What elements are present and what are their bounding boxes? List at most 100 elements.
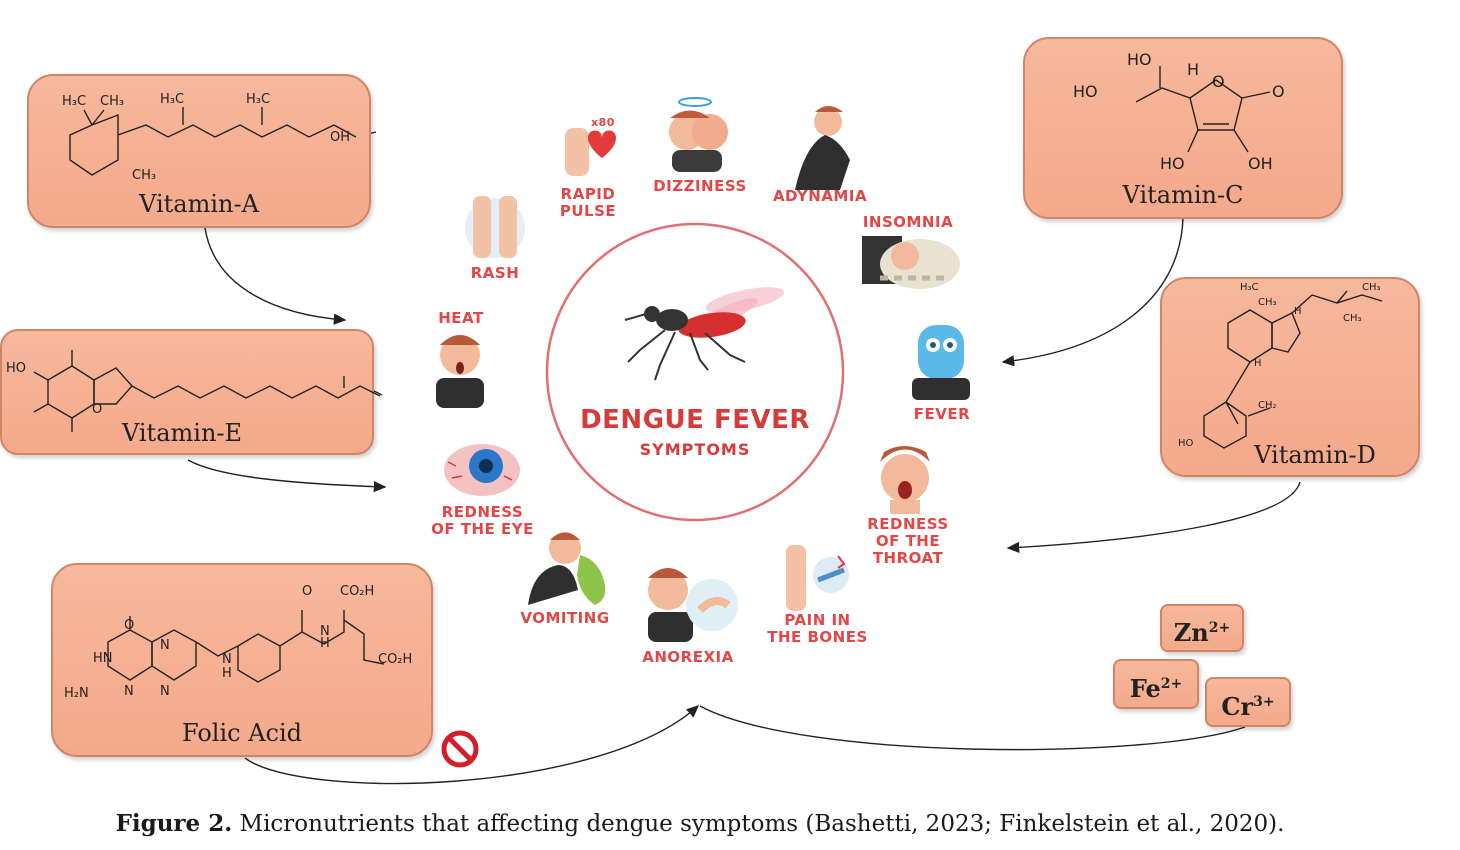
rash-icon [465,196,525,258]
pain-bones-icon [786,545,849,611]
chem-label: CH₃ [100,94,125,109]
symptom-dizziness: DIZZINESS [653,177,747,195]
chem-label: CH₃ [1343,313,1362,324]
chem-label: HO [1073,82,1098,101]
symptom-rash: RASH [470,264,520,282]
vitamin-e-label: Vitamin-E [121,419,243,447]
mosquito-icon [624,287,785,381]
prohibition-icon [441,730,479,768]
chem-label: H [320,636,330,651]
chem-label: CH₃ [132,168,157,183]
vitamin-e-box: Vitamin-E [0,329,374,455]
ion-charge: 2+ [1160,676,1183,692]
chem-label: N [320,624,330,639]
chem-label: H [1187,60,1200,79]
anorexia-icon [648,568,738,642]
chem-label: N [124,684,134,699]
arrow-vitamin-a [204,227,347,325]
chem-label: HO [6,361,27,376]
symptom-label: OF THE EYE [431,520,534,538]
arrow-minerals [699,705,1246,751]
adynamia-icon [795,106,850,190]
chem-label: O [1212,72,1225,91]
chem-label: CH₃ [1258,297,1277,308]
vomiting-icon [528,532,606,605]
ion-charge: 2+ [1208,620,1231,636]
chem-label: OH [330,130,351,145]
chem-label: O [302,584,313,599]
symptom-label: PAIN IN [784,611,851,629]
vitamin-a-label: Vitamin-A [139,190,259,218]
ion-symbol: Fe [1129,674,1161,703]
insomnia-icon [862,236,960,289]
chem-label: O [1272,82,1285,101]
chem-label: OH [1248,154,1273,173]
symptom-heat: HEAT [438,309,484,327]
symptom-rapid-pulse: RAPID PULSE [548,186,628,220]
symptom-fever: FEVER [913,405,971,423]
chem-label: HO [1127,50,1152,69]
symptom-anorexia: ANOREXIA [642,648,734,666]
symptom-insomnia: INSOMNIA [862,213,954,231]
vitamin-c-box: Vitamin-C [1023,37,1343,219]
chem-label: H₂N [64,686,89,701]
symptom-label: OF THE [875,532,941,550]
arrow-vitamin-d [1006,481,1301,553]
caption-label: Figure 2. [115,810,233,837]
zinc-ion: Zn2+ [1160,604,1244,652]
center-title: DENGUE FEVER [580,405,810,435]
vitamin-c-label: Vitamin-C [1122,181,1244,209]
chem-label: H [1294,306,1302,317]
throat-icon [880,446,930,514]
chromium-ion: Cr3+ [1205,677,1291,727]
symptom-vomiting: VOMITING [520,609,610,627]
ion-symbol: Zn [1173,618,1209,647]
center-subtitle: SYMPTOMS [639,440,751,459]
chem-label: CO₂H [378,652,413,667]
symptom-label: PULSE [559,202,617,220]
arrow-vitamin-e [187,459,387,493]
caption-text: Micronutrients that affecting dengue sym… [232,811,1285,837]
chem-label: O [92,402,103,417]
dizziness-icon [669,97,728,172]
chem-label: H₃C [246,92,271,107]
chem-label: N [102,672,103,673]
ion-charge: 3+ [1253,694,1275,710]
symptom-label: RAPID [560,185,616,203]
heat-icon [436,335,484,408]
chem-label: CH₂ [1258,400,1277,411]
chem-label: H [1254,358,1262,369]
chem-label: HO [1178,438,1194,449]
symptom-label: REDNESS [867,515,949,533]
chem-label: CO₂H [340,584,375,599]
symptom-label: THE BONES [767,628,868,646]
chem-label: N [222,652,232,667]
pulse-badge: x80 [591,116,615,129]
chem-label: HO [1160,154,1185,173]
arrow-vitamin-c [1001,217,1184,367]
fever-icon [912,325,970,400]
center-circle [545,222,845,522]
chem-label: CH₃ [1362,282,1381,293]
symptom-label: THROAT [872,549,944,567]
chem-label: N [160,684,170,699]
figure-caption: Figure 2. Micronutrients that affecting … [0,810,1400,837]
symptom-redness-eye: REDNESS OF THE EYE [425,504,540,538]
folic-acid-label: Folic Acid [181,719,303,747]
rapid-pulse-icon [565,128,616,176]
chem-label: H₃C [62,94,87,109]
symptom-redness-throat: REDNESS OF THE THROAT [858,516,958,567]
ion-symbol: Cr [1221,692,1254,721]
chem-label: O [124,618,135,633]
chem-label: N [160,638,170,653]
arrow-folic-acid [244,705,700,785]
symptom-pain-bones: PAIN IN THE BONES [760,612,875,646]
chem-label: H [222,666,232,681]
iron-ion: Fe2+ [1113,659,1199,709]
chem-label: H₃C [160,92,185,107]
vitamin-d-box: Vitamin-D [1160,277,1420,477]
symptom-label: REDNESS [441,503,524,521]
eye-icon [444,444,520,496]
